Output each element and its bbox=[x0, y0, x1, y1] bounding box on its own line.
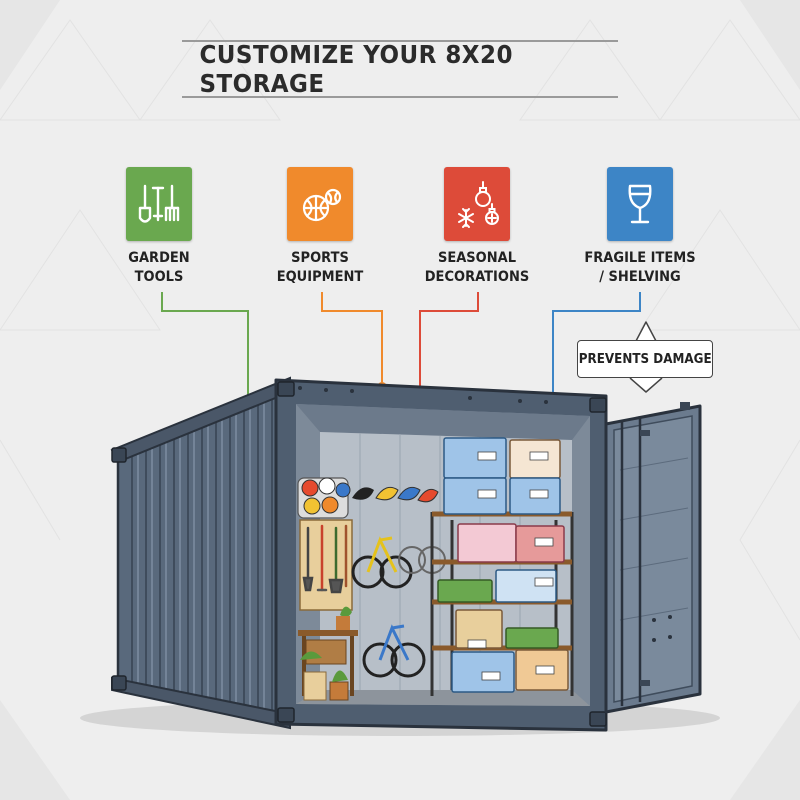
category-tile-fragile-items bbox=[607, 167, 673, 241]
sports-balls-net bbox=[297, 477, 351, 519]
workbench-with-plants bbox=[298, 606, 358, 701]
connector-seasonal-decorations bbox=[419, 292, 479, 392]
title-banner: CUSTOMIZE YOUR 8X20 STORAGE bbox=[182, 40, 618, 98]
connector-sports-equipment bbox=[321, 292, 383, 387]
callout-pointer bbox=[635, 321, 657, 342]
category-tile-sports-equipment bbox=[287, 167, 353, 241]
helmets-and-bikes bbox=[351, 486, 446, 678]
bin-labels bbox=[467, 451, 555, 681]
sports-balls-icon bbox=[302, 188, 342, 222]
connector-garden-tools bbox=[161, 292, 249, 400]
container-door bbox=[604, 402, 702, 714]
ornaments-icon bbox=[458, 181, 499, 228]
category-label-fragile-items: FRAGILE ITEMS / SHELVING bbox=[584, 250, 696, 285]
callout-text: PREVENTS DAMAGE bbox=[578, 351, 712, 367]
garden-tools-icon bbox=[138, 184, 180, 223]
connector-fragile-items bbox=[552, 292, 641, 399]
category-label-sports-equipment: SPORTS EQUIPMENT bbox=[276, 250, 364, 285]
category-label-garden-tools: GARDEN TOOLS bbox=[128, 250, 190, 285]
prevents-damage-callout: PREVENTS DAMAGE bbox=[577, 340, 713, 378]
wine-glass-icon bbox=[628, 184, 652, 224]
container-side-wall bbox=[110, 376, 292, 730]
page-title: CUSTOMIZE YOUR 8X20 STORAGE bbox=[199, 40, 513, 98]
category-label-seasonal-decorations: SEASONAL DECORATIONS bbox=[424, 250, 530, 285]
category-tile-seasonal-decorations bbox=[444, 167, 510, 241]
category-tile-garden-tools bbox=[126, 167, 192, 241]
hanging-garden-tools bbox=[302, 524, 348, 594]
